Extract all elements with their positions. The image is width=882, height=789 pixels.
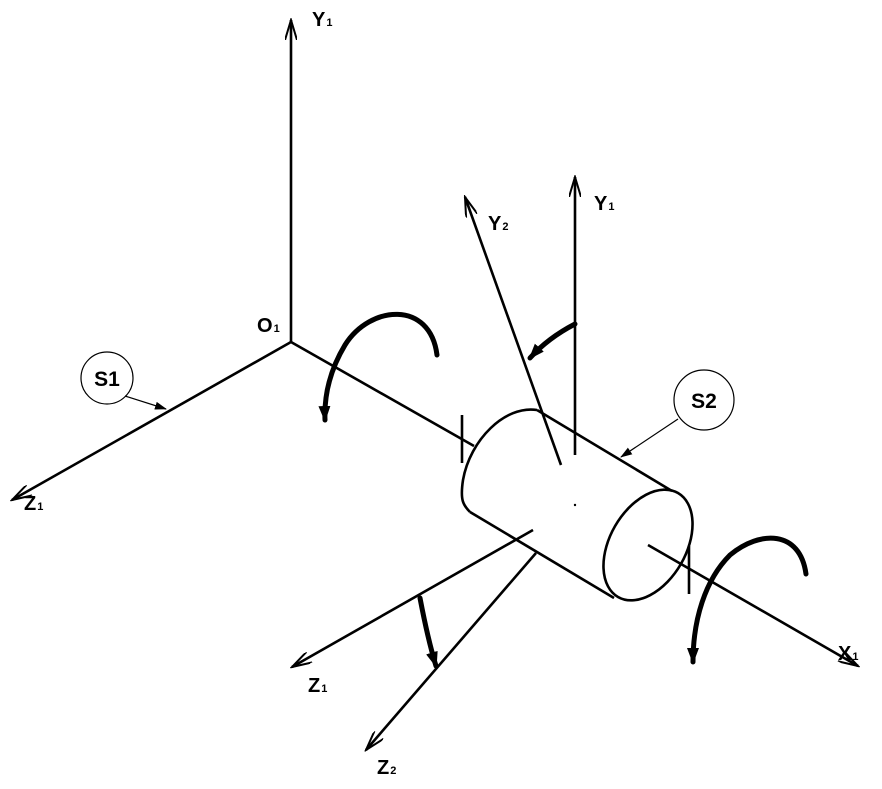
label-z1-left: Z1 <box>24 493 43 515</box>
label-y1-top: Y1 <box>312 9 332 31</box>
rotation-arrow-y <box>527 321 578 361</box>
cylinder-center-dot <box>573 503 577 507</box>
rotation-arrow-main <box>318 311 440 423</box>
cylinder-front-face <box>602 488 694 602</box>
y2-axis <box>463 197 563 466</box>
callout-s2: S2 <box>620 369 735 458</box>
z2-axis <box>366 552 537 750</box>
label-y1-right: Y1 <box>594 193 614 215</box>
cylinder-bottom-line <box>469 510 615 600</box>
z1-axis-local <box>292 528 534 667</box>
z1-axis-main <box>12 340 292 500</box>
label-o1: O1 <box>257 315 280 337</box>
x-axis-segment <box>290 340 475 448</box>
cylinder-back-edge <box>460 408 538 513</box>
rotation-arrow-z <box>417 595 439 669</box>
x1-axis <box>647 543 858 666</box>
cylinder-top-line <box>536 408 673 493</box>
rotation-arrow-x <box>687 535 809 665</box>
callout-s1-leader <box>124 395 167 410</box>
label-x1: X1 <box>838 643 858 665</box>
label-y2: Y2 <box>488 213 508 235</box>
callout-s2-text: S2 <box>691 390 717 413</box>
label-z2: Z2 <box>377 757 396 779</box>
label-z1-bottom: Z1 <box>308 675 327 697</box>
callout-s2-leader <box>620 418 679 458</box>
callout-s2-circle <box>673 369 735 431</box>
callout-s1-text: S1 <box>94 368 120 391</box>
callout-s1-circle <box>80 351 134 405</box>
callout-s1: S1 <box>80 351 167 410</box>
cylinder <box>460 408 694 602</box>
